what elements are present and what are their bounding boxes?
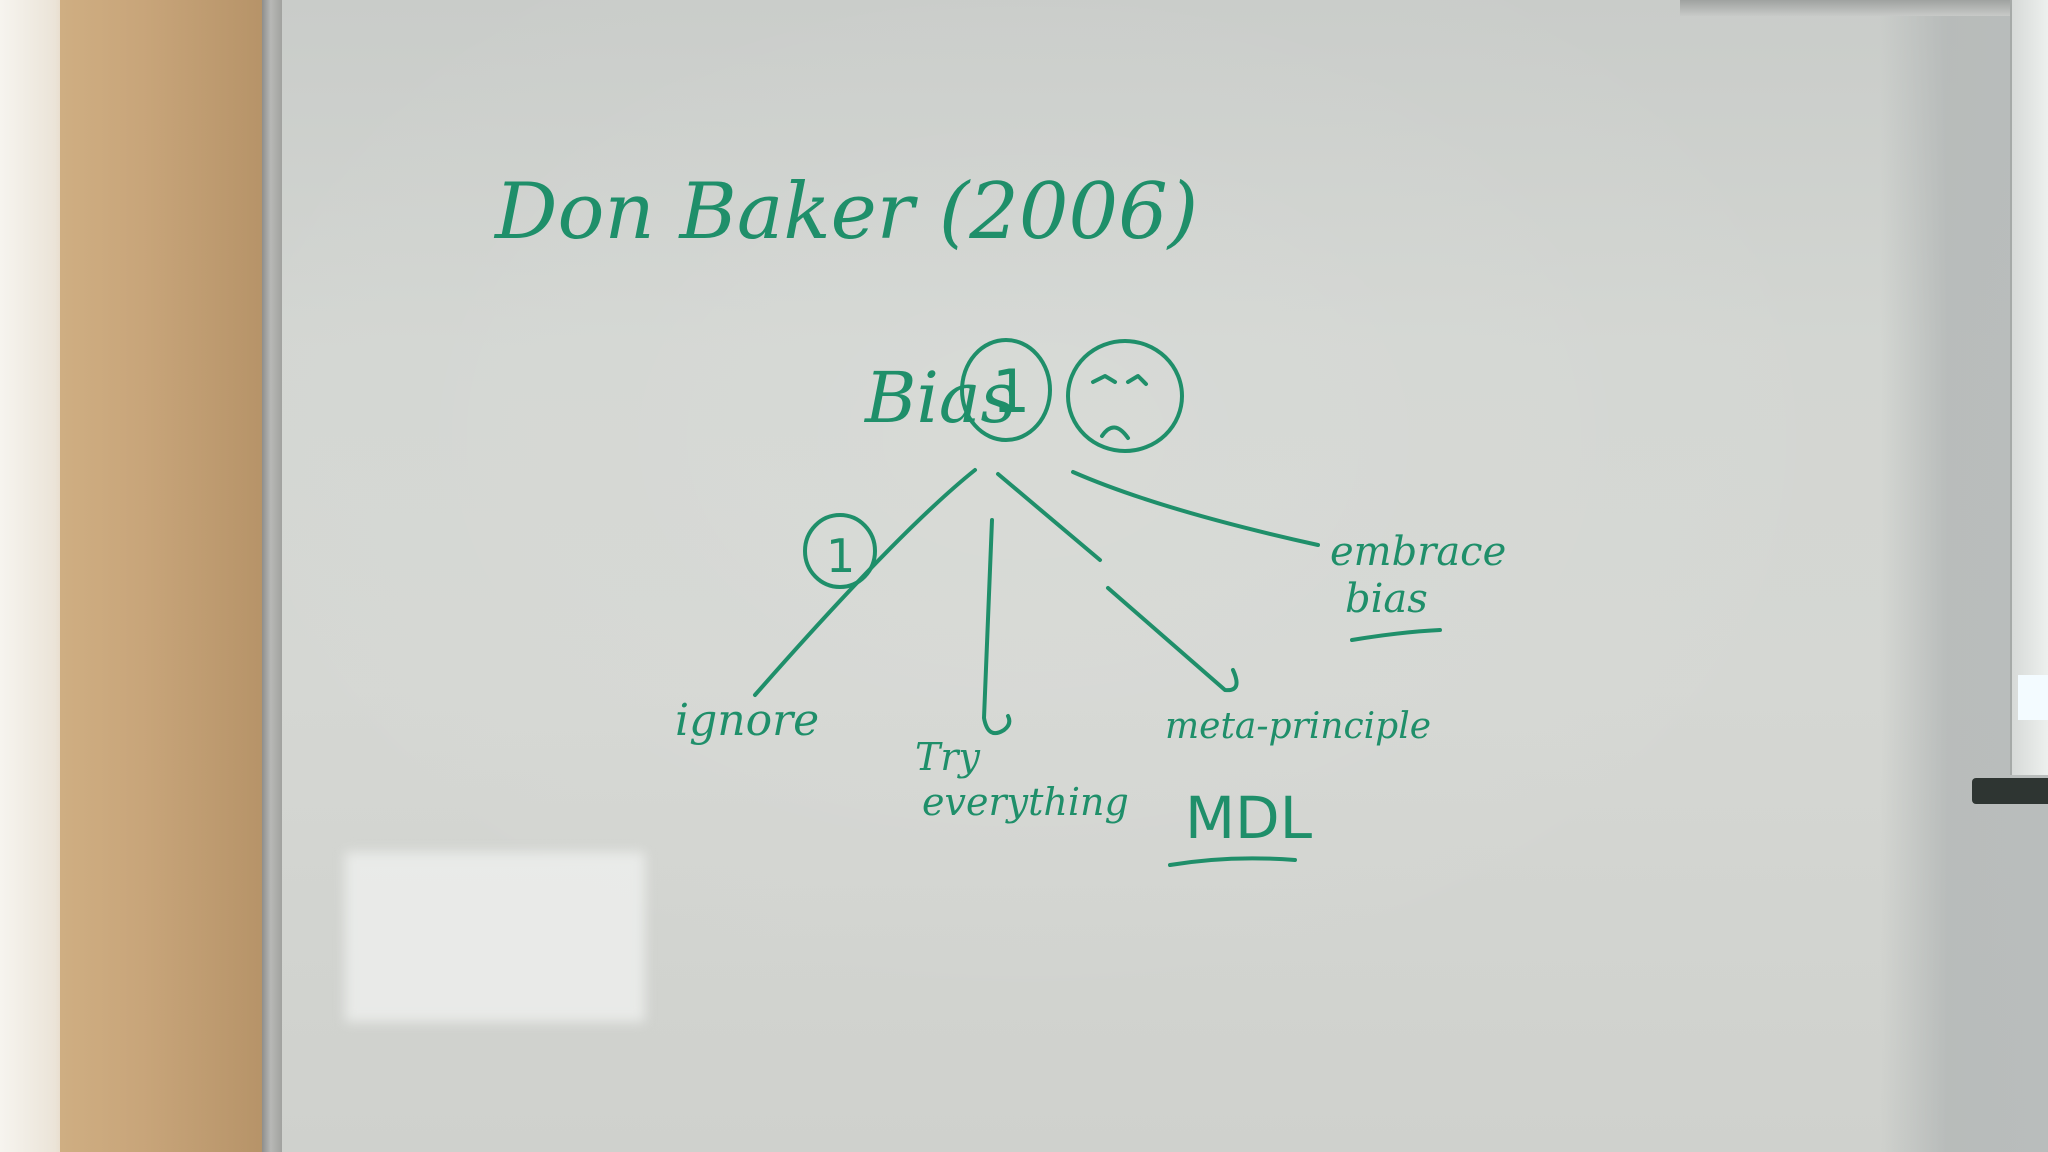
- wood-panel: [60, 0, 265, 1152]
- projector-screen-edge: [2010, 0, 2048, 775]
- branch-line-try-everything: [982, 518, 1012, 735]
- branch-line-ignore: [753, 468, 977, 697]
- embrace-underline: [1350, 628, 1442, 642]
- mdl-label: MDL: [1185, 784, 1312, 852]
- try-everything-label: Try everything: [915, 735, 1129, 824]
- title-text: Don Baker (2006): [493, 167, 1198, 257]
- screen-glow: [2018, 675, 2048, 720]
- branch-line-embrace: [1071, 470, 1320, 547]
- sad-face-icon: [1066, 339, 1184, 453]
- board-frame: [262, 0, 284, 1152]
- meta-principle-label: meta-principle: [1165, 706, 1431, 747]
- badge-circle: [803, 513, 877, 589]
- branch-line-meta-lower: [1106, 586, 1239, 693]
- ceiling-rail: [1680, 0, 2048, 16]
- badge-number: 1: [826, 529, 855, 583]
- root-badge-circle: [960, 338, 1052, 442]
- embrace-bias-label: embrace bias: [1330, 529, 1519, 622]
- screen-bracket: [1972, 778, 2048, 804]
- root-label: Bias: [863, 357, 1016, 439]
- light-glare: [345, 852, 645, 1022]
- branch-line-meta-upper: [996, 472, 1102, 562]
- ignore-label: ignore: [675, 695, 819, 746]
- root-badge-number: 1: [992, 357, 1030, 427]
- mdl-underline: [1168, 856, 1297, 867]
